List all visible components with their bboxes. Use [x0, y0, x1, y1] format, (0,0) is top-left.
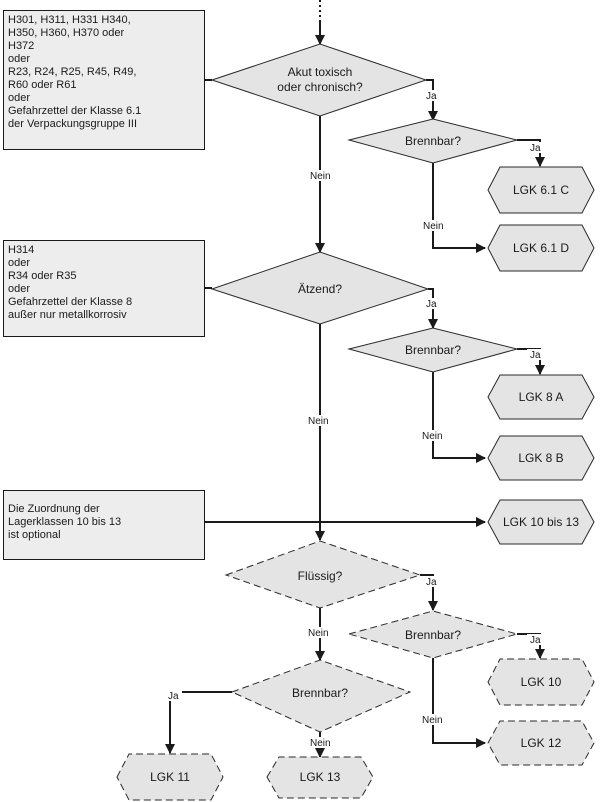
decision-flammable-1 — [347, 118, 519, 164]
edge-label-no: Nein — [423, 221, 444, 232]
criteria-line: Gefahrzettel der Klasse 8 — [8, 296, 133, 308]
edge-label-no: Nein — [422, 715, 443, 726]
criteria-line: oder — [8, 92, 31, 104]
decision-toxic — [210, 43, 428, 117]
result-lgk-8b — [487, 435, 595, 481]
criteria-line: Gefahrzettel der Klasse 6.1 — [8, 105, 142, 117]
note-line: Die Zuordnung der — [8, 503, 100, 515]
connector — [165, 691, 232, 754]
edge-label-no: Nein — [308, 416, 329, 427]
decision-flammable-2 — [347, 327, 519, 373]
criteria-line: H314 — [8, 244, 35, 256]
decision-text: Brennbar? — [405, 628, 461, 642]
toxic-criteria-box: H301, H311, H331 H340, H350, H360, H370 … — [3, 10, 205, 150]
decision-text: Akut toxisch — [288, 65, 353, 79]
criteria-line: oder — [8, 283, 31, 295]
result-label: LGK 6.1 D — [513, 241, 569, 255]
criteria-line: oder — [8, 257, 31, 269]
connector — [426, 79, 438, 121]
edge-label-yes: Ja — [530, 635, 541, 646]
edge-label-yes: Ja — [426, 577, 437, 588]
edge-label-no: Nein — [308, 628, 329, 639]
edge-label-no: Nein — [310, 171, 331, 182]
result-label: LGK 6.1 C — [513, 183, 569, 197]
decision-liquid — [224, 540, 422, 609]
result-label: LGK 8 A — [519, 390, 564, 404]
decision-flammable-4 — [230, 659, 412, 733]
decision-text: Flüssig? — [298, 569, 343, 583]
criteria-line: R34 oder R35 — [8, 270, 77, 282]
decision-text: Ätzend? — [298, 282, 342, 296]
result-label: LGK 8 B — [518, 451, 563, 465]
result-lgk-61c — [487, 166, 595, 214]
result-lgk-10-13 — [487, 499, 595, 545]
decision-text: oder chronisch? — [277, 80, 363, 94]
connector — [420, 574, 438, 611]
note-line: Lagerklassen 10 bis 13 — [8, 516, 122, 528]
result-lgk-10 — [487, 658, 595, 706]
criteria-line: H372 — [8, 40, 35, 52]
result-lgk-8a — [487, 374, 595, 420]
criteria-line: H301, H311, H331 H340, — [8, 14, 131, 26]
result-lgk-11 — [116, 753, 224, 801]
result-label: LGK 10 — [521, 675, 562, 689]
result-lgk-13 — [266, 756, 374, 799]
result-label: LGK 10 bis 13 — [503, 515, 579, 529]
result-label: LGK 12 — [521, 736, 562, 750]
optional-note-box: Die Zuordnung der Lagerklassen 10 bis 13… — [3, 490, 205, 560]
edge-label-yes: Ja — [426, 91, 437, 102]
criteria-line: R23, R24, R25, R45, R49, — [8, 66, 137, 78]
connector — [517, 139, 545, 167]
criteria-line: H350, H360, H370 oder — [8, 27, 125, 39]
edge-label-no: Nein — [310, 738, 331, 749]
decision-corrosive — [210, 251, 430, 325]
edge-label-yes: Ja — [168, 691, 179, 702]
connector — [432, 372, 486, 463]
criteria-line: oder — [8, 53, 31, 65]
edge-label-yes: Ja — [426, 299, 437, 310]
connector — [432, 163, 486, 253]
result-lgk-12 — [487, 720, 595, 766]
criteria-line: R60 oder R61 — [8, 79, 77, 91]
edge-label-no: Nein — [422, 431, 443, 442]
result-label: LGK 13 — [300, 770, 341, 784]
decision-text: Brennbar? — [405, 343, 461, 357]
decision-text: Brennbar? — [292, 686, 348, 700]
decision-text: Brennbar? — [405, 134, 461, 148]
note-line: ist optional — [8, 529, 61, 541]
criteria-line: außer nur metallkorrosiv — [8, 309, 127, 321]
criteria-line: der Verpackungsgruppe III — [8, 118, 138, 130]
edge-label-yes: Ja — [530, 143, 541, 154]
decision-flammable-3 — [347, 610, 519, 659]
result-lgk-61d — [487, 224, 595, 272]
connector — [432, 658, 486, 748]
edge-label-yes: Ja — [530, 350, 541, 361]
corrosive-criteria-box: H314 oder R34 oder R35 oder Gefahrzettel… — [3, 240, 205, 337]
connector — [428, 288, 438, 329]
result-label: LGK 11 — [150, 770, 190, 784]
